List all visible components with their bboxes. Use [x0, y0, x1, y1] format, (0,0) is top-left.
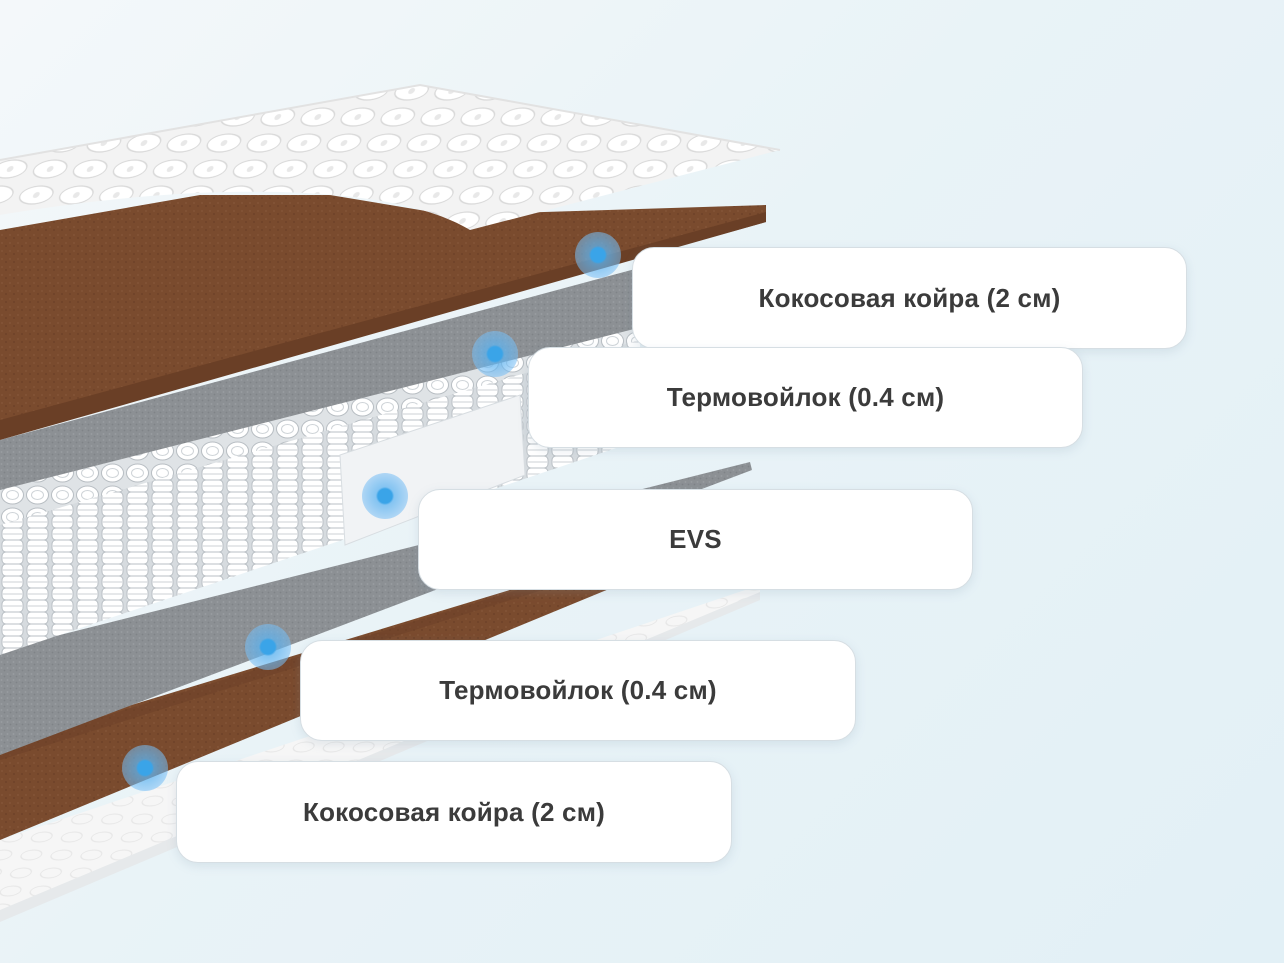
- layer-label-text: Термовойлок (0.4 см): [439, 675, 717, 706]
- layer-label-text: Кокосовая койра (2 см): [759, 283, 1061, 314]
- layer-label-top-coir[interactable]: Кокосовая койра (2 см): [632, 247, 1187, 349]
- layer-label-top-felt[interactable]: Термовойлок (0.4 см): [528, 347, 1083, 448]
- layer-label-evs[interactable]: EVS: [418, 489, 973, 590]
- layer-label-text: EVS: [669, 524, 722, 555]
- hotspot-dot-icon[interactable]: [122, 745, 168, 791]
- hotspot-dot-icon[interactable]: [472, 331, 518, 377]
- hotspot-dot-icon[interactable]: [575, 232, 621, 278]
- layer-label-bottom-coir[interactable]: Кокосовая койра (2 см): [176, 761, 732, 863]
- hotspot-dot-icon[interactable]: [362, 473, 408, 519]
- layer-label-text: Кокосовая койра (2 см): [303, 797, 605, 828]
- layer-label-bottom-felt[interactable]: Термовойлок (0.4 см): [300, 640, 856, 741]
- hotspot-dot-icon[interactable]: [245, 624, 291, 670]
- layer-label-text: Термовойлок (0.4 см): [667, 382, 945, 413]
